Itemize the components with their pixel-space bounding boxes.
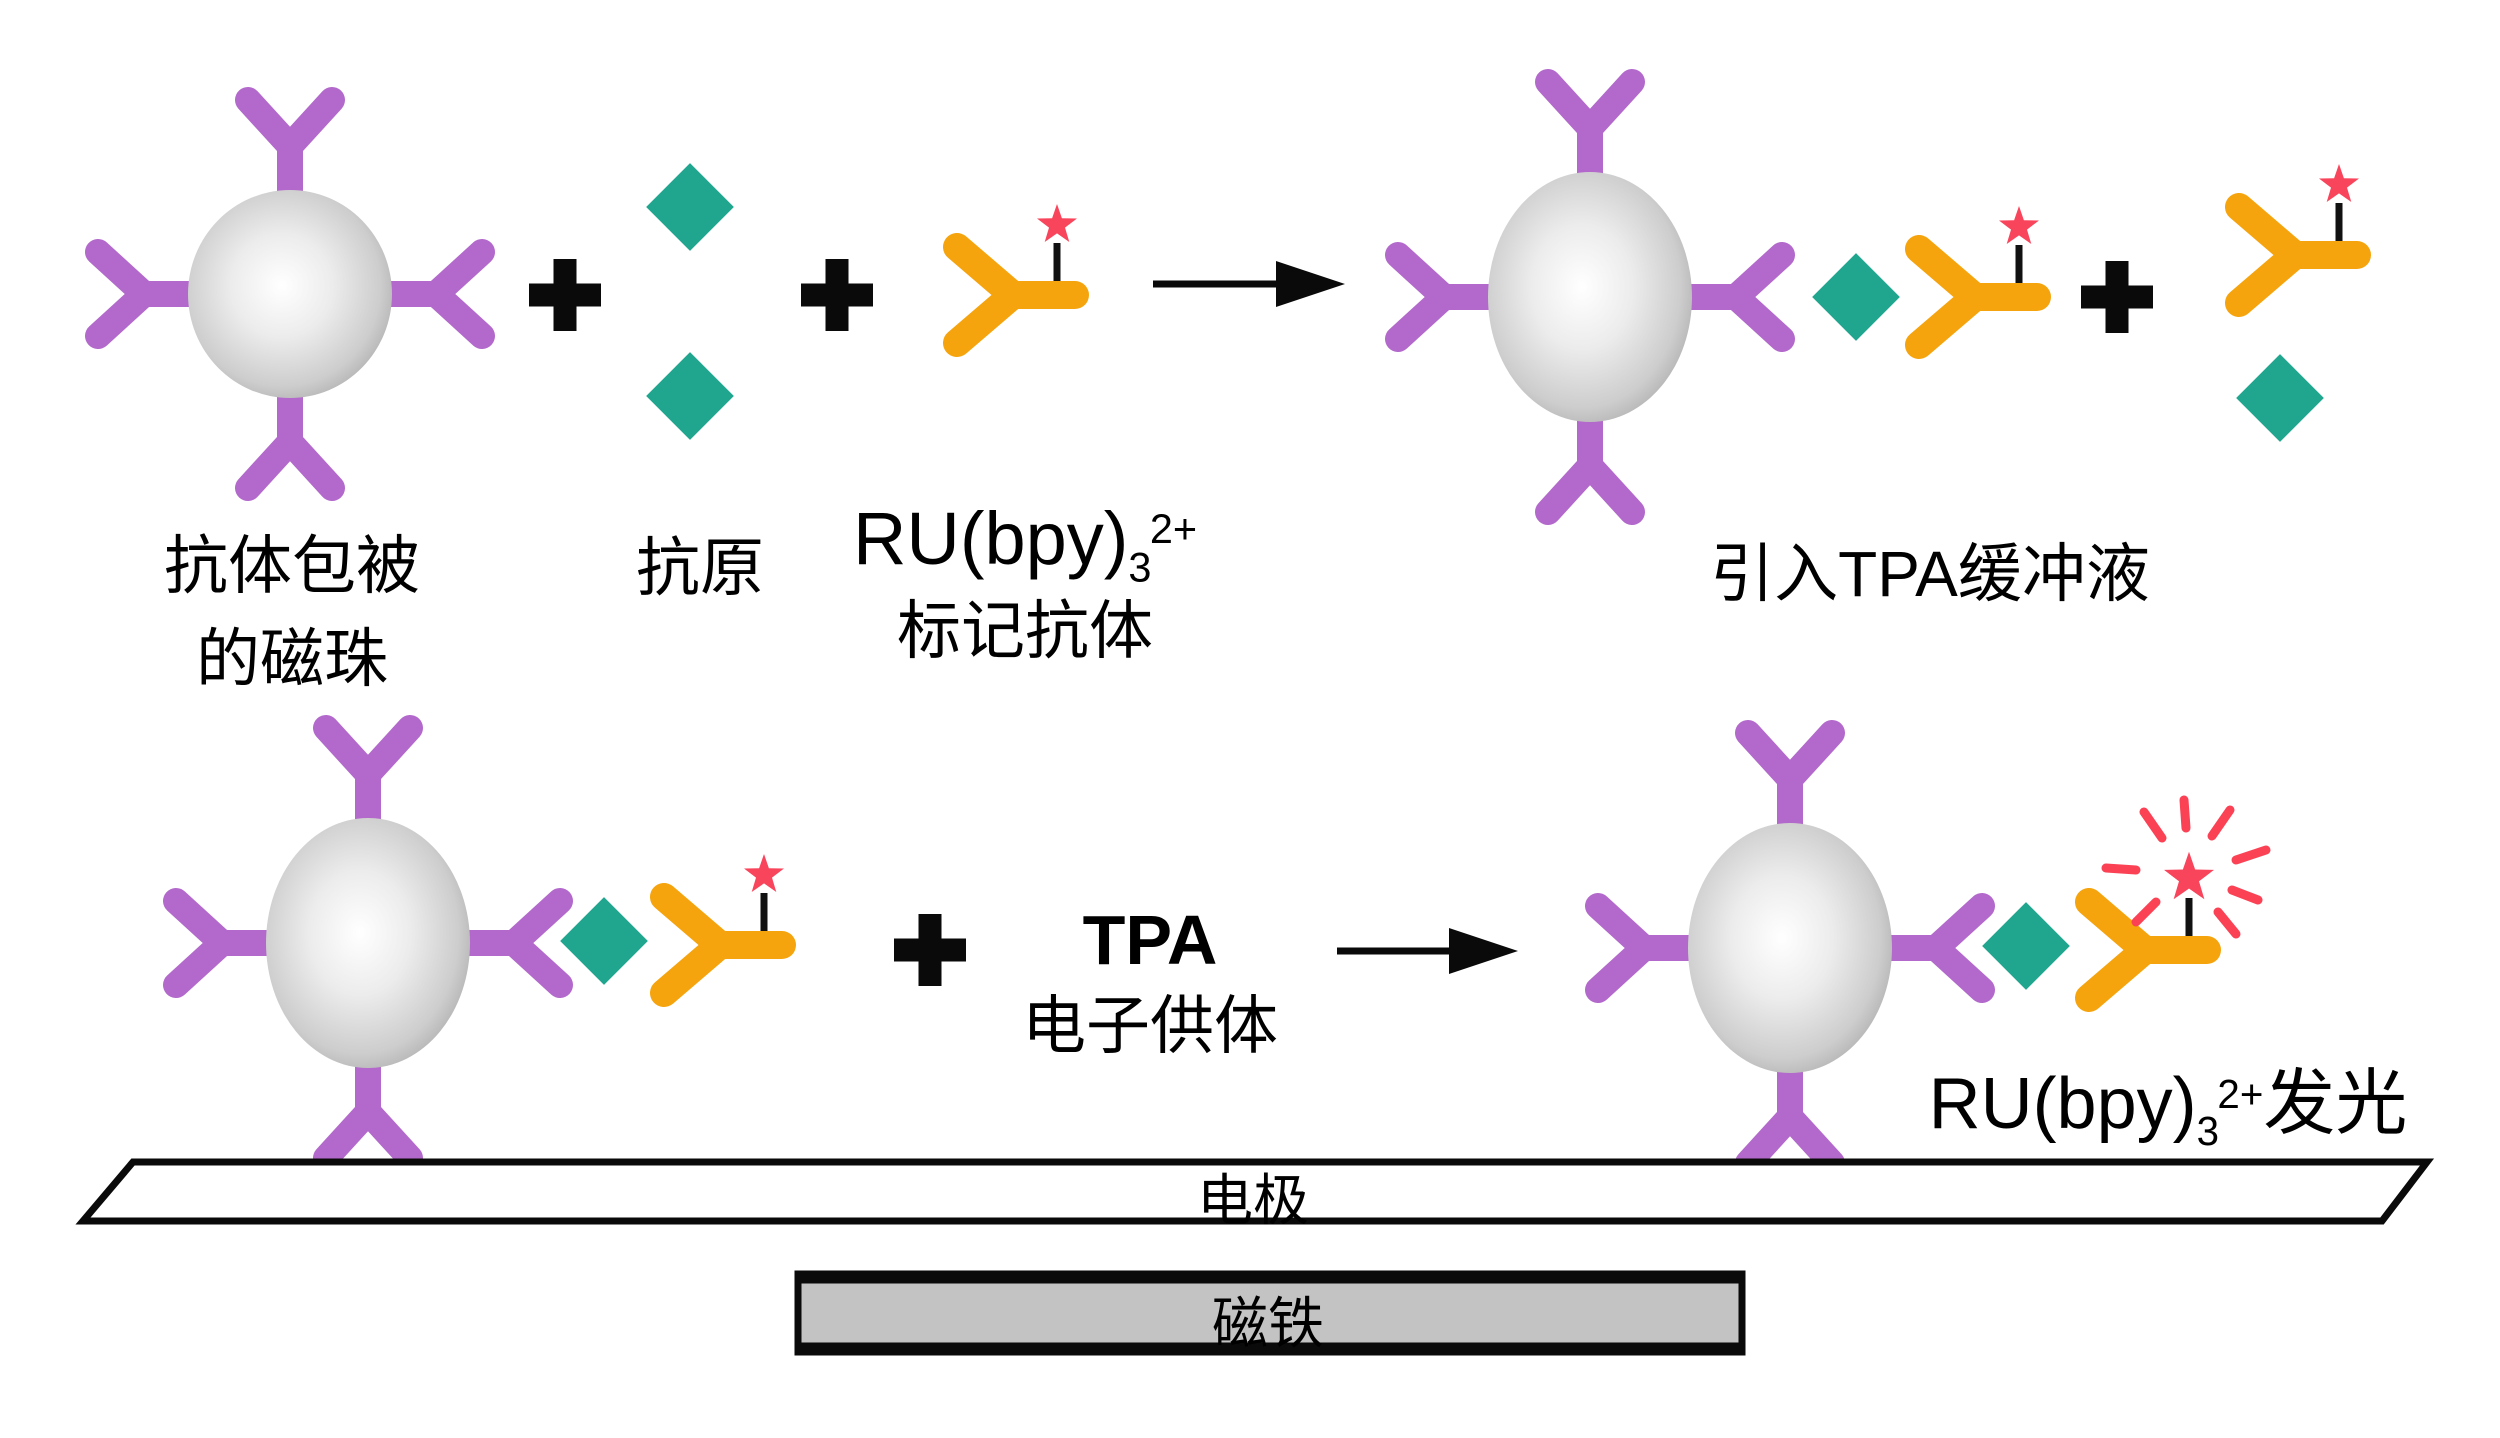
antibody-icon	[326, 1060, 410, 1158]
antibody-icon	[1748, 733, 1832, 831]
antibody-icon	[1398, 255, 1496, 339]
antigen-icon	[646, 352, 734, 440]
tracer-label-line2: 标记抗体	[897, 594, 1153, 667]
tracer-antibody-icon	[2239, 164, 2359, 303]
tracer-antibody-icon	[1919, 206, 2039, 345]
plus-icon	[801, 259, 873, 331]
magnetic-bead-icon	[266, 818, 470, 1068]
electrode-icon	[75, 1158, 2435, 1225]
antibody-icon	[462, 901, 560, 985]
bead-label-line1: 抗体包被	[164, 530, 420, 602]
tpa-buffer-label: 引入TPA缓冲液	[1710, 538, 2150, 610]
antigen-icon	[2236, 354, 2324, 442]
antigen-icon	[560, 897, 648, 985]
bead-antigen-tracer-complex	[1398, 82, 2039, 512]
bead-label: 抗体包被 的磁珠	[164, 520, 420, 706]
tpa-label-line2: 电子供体	[1022, 990, 1278, 1062]
glow-formula: RU(bpy)32+发光	[1928, 1064, 2408, 1154]
electrode-label: 电极	[1197, 1169, 1309, 1232]
tracer-label: RU(bpy)32+ 标记抗体	[853, 498, 1197, 667]
plus-icon	[894, 914, 966, 986]
antibody-icon	[326, 728, 410, 826]
tracer-antibody-icon	[957, 204, 1077, 343]
antibody-icon	[176, 901, 274, 985]
antibody-icon	[98, 252, 196, 336]
bead-antigen-tracer-complex	[176, 728, 784, 1158]
antigen-icon	[646, 163, 734, 251]
antigen-icon	[1982, 902, 2070, 990]
antibody-icon	[1548, 414, 1632, 512]
antibody-icon	[384, 252, 482, 336]
glow-formula-superscript: 2+	[2217, 1070, 2264, 1117]
tracer-formula: RU(bpy)32+	[853, 498, 1197, 590]
plus-icon	[2081, 261, 2153, 333]
antibody-icon	[1748, 1065, 1832, 1163]
glow-formula-subscript: 3	[2196, 1107, 2220, 1154]
tpa-label: TPA 电子供体	[1022, 898, 1278, 1065]
magnetic-bead-icon	[1488, 172, 1692, 422]
luminescence-rays-icon	[2101, 795, 2271, 939]
tracer-antibody-icon	[664, 854, 784, 993]
luminescence-label: RU(bpy)32+发光	[1929, 1052, 2408, 1160]
antibody-icon	[1884, 906, 1982, 990]
antibody-coated-bead	[98, 100, 482, 488]
antigen-label: 抗原	[636, 532, 764, 604]
arrow-icon	[1337, 928, 1518, 974]
magnet-icon	[794, 1270, 1746, 1356]
antibody-icon	[248, 100, 332, 198]
glow-formula-prefix: RU(bpy)	[1928, 1064, 2197, 1144]
bead-label-line2: 的磁珠	[196, 622, 388, 695]
magnetic-bead-icon	[188, 190, 392, 398]
tracer-formula-subscript: 3	[1128, 543, 1152, 591]
antibody-icon	[1598, 906, 1696, 990]
luminescent-complex	[1598, 733, 2271, 1163]
magnet-label: 磁铁	[1212, 1292, 1324, 1355]
antigen-icon	[1812, 253, 1900, 341]
glow-suffix: 发光	[2263, 1064, 2408, 1144]
tpa-label-line1: TPA	[1082, 901, 1218, 979]
glowing-star-icon	[2164, 851, 2214, 900]
tracer-formula-superscript: 2+	[1149, 505, 1198, 553]
antibody-icon	[1548, 82, 1632, 180]
magnetic-bead-icon	[1688, 823, 1892, 1073]
plus-icon	[529, 259, 601, 331]
tracer-formula-prefix: RU(bpy)	[852, 497, 1129, 580]
arrow-icon	[1153, 261, 1345, 307]
antibody-icon	[1684, 255, 1782, 339]
antibody-icon	[248, 390, 332, 488]
